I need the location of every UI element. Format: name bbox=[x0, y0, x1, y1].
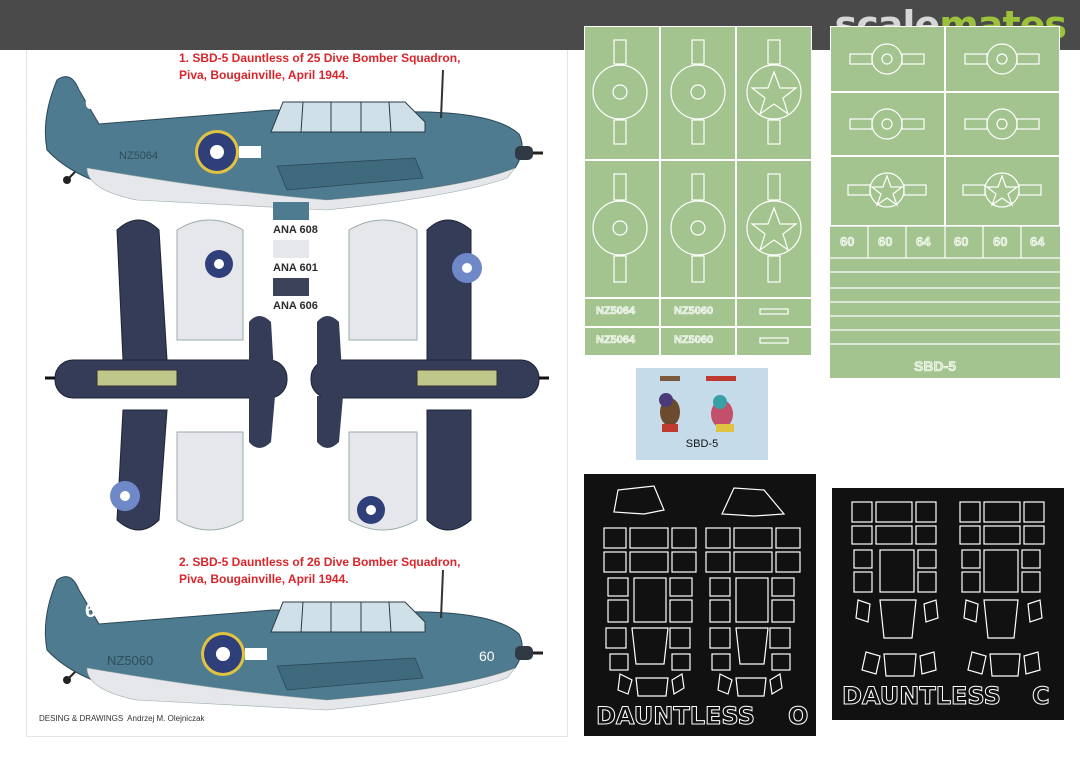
aircraft-1-tail-number: 64 bbox=[85, 92, 108, 114]
mask-cell bbox=[830, 26, 945, 92]
canopy-mask-outlines-right bbox=[851, 501, 1045, 677]
mask-cell bbox=[830, 92, 945, 156]
canopy-sheet-title: DAUNTLESS bbox=[596, 702, 756, 731]
aircraft-2-serial: NZ5060 bbox=[107, 653, 154, 668]
aircraft-2-side-profile bbox=[44, 569, 543, 711]
mask-cell bbox=[945, 26, 1060, 92]
aircraft-1-serial: NZ5064 bbox=[119, 150, 159, 162]
caption-aircraft-2-line1: 2. SBD-5 Dauntless of 26 Dive Bomber Squ… bbox=[179, 555, 461, 569]
mask-cell bbox=[660, 298, 736, 327]
mask-number: 60 bbox=[954, 234, 969, 250]
mask-sheet-insignia-right: 60 60 64 60 60 64 SBD-5 bbox=[830, 26, 1060, 378]
site-banner: scalemates bbox=[0, 0, 1080, 50]
caption-aircraft-1-line2b: Piva, Bougainville, April 1944. bbox=[179, 68, 349, 82]
mask-serial: NZ5060 bbox=[674, 305, 714, 318]
mask-cell bbox=[945, 92, 1060, 156]
mask-cell bbox=[660, 26, 736, 160]
mask-serial: NZ5064 bbox=[596, 305, 636, 318]
emblem-figures bbox=[659, 376, 736, 432]
credit-prefix: DESING & DRAWINGS bbox=[39, 714, 124, 723]
swatch-label-ana-601: ANA 601 bbox=[273, 262, 318, 274]
mask-cell bbox=[660, 327, 736, 356]
swatch-label-ana-606: ANA 606 bbox=[273, 300, 318, 312]
mask-cell bbox=[736, 298, 812, 327]
caption-aircraft-2-line2: Piva, Bougainville, April 1944. bbox=[179, 572, 349, 586]
mask-number: 60 bbox=[878, 234, 893, 250]
mask-serial: NZ5060 bbox=[674, 334, 714, 347]
canopy-mask-outlines-left bbox=[603, 485, 801, 697]
aircraft-2-tail-number: 60 bbox=[85, 600, 108, 622]
insignia-mask-shapes-right bbox=[830, 43, 1060, 345]
design-credit: DESING & DRAWINGS Andrzej M. Olejniczak bbox=[39, 714, 205, 723]
mask-cell bbox=[660, 160, 736, 298]
aircraft-1-side-profile bbox=[44, 69, 543, 211]
caption-aircraft-1-line1: 1. SBD-5 Dauntless of 25 Dive Bomber Squ… bbox=[179, 51, 461, 65]
aircraft-plan-views bbox=[45, 219, 549, 531]
insignia-mask-shapes bbox=[592, 39, 802, 344]
swatch-ana-608 bbox=[273, 202, 309, 220]
swatch-label-ana-608: ANA 608 bbox=[273, 224, 318, 236]
squadron-emblem-decal: SBD-5 bbox=[636, 368, 768, 460]
credit-author: Andrzej M. Olejniczak bbox=[127, 714, 205, 723]
canopy-sheet-letter: C bbox=[1032, 682, 1051, 711]
mask-sheet-insignia-left: NZ5064 NZ5060 NZ5064 NZ5060 bbox=[584, 26, 812, 356]
mask-cell bbox=[584, 298, 660, 327]
mask-cell bbox=[736, 160, 812, 298]
swatch-ana-606 bbox=[273, 278, 309, 296]
canopy-sheet-title: DAUNTLESS bbox=[842, 682, 1002, 711]
aircraft-2-nose-number: 60 bbox=[479, 648, 495, 664]
mask-cell bbox=[736, 26, 812, 160]
mask-number: 64 bbox=[1030, 234, 1045, 250]
sticker-label: SBD-5 bbox=[685, 438, 719, 450]
canopy-mask-sheet-left: DAUNTLESS O bbox=[584, 474, 816, 736]
mask-number: 60 bbox=[840, 234, 855, 250]
mask-sheet-label: SBD-5 bbox=[914, 358, 957, 375]
mask-cell bbox=[736, 327, 812, 356]
mask-number: 60 bbox=[993, 234, 1008, 250]
mask-number: 64 bbox=[916, 234, 931, 250]
mask-cell bbox=[584, 160, 660, 298]
canopy-sheet-letter: O bbox=[787, 702, 809, 731]
canopy-mask-sheet-right: DAUNTLESS C bbox=[832, 488, 1064, 720]
swatch-ana-601 bbox=[273, 240, 309, 258]
profile-sheet: 1. SBD-5 Dauntless of 25 Dive Bomber Squ… bbox=[26, 50, 568, 737]
mask-cell bbox=[584, 327, 660, 356]
mask-serial: NZ5064 bbox=[596, 334, 636, 347]
mask-cell bbox=[584, 26, 660, 160]
